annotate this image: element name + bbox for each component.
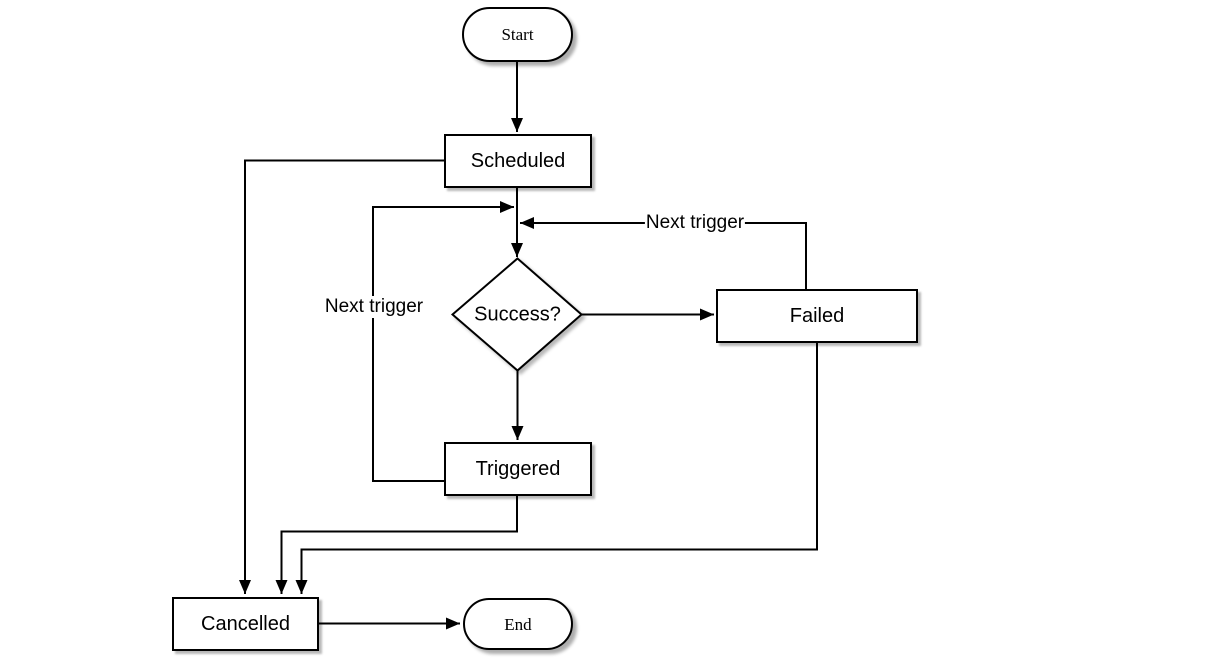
node-triggered-label: Triggered	[475, 458, 561, 480]
node-triggered: Triggered	[444, 442, 592, 496]
node-cancelled: Cancelled	[172, 597, 319, 651]
node-failed: Failed	[716, 289, 918, 343]
edge-label-triggered-retry: Next trigger	[323, 296, 425, 318]
node-failed-label: Failed	[789, 305, 845, 327]
node-scheduled-label: Scheduled	[470, 150, 566, 172]
edge-scheduled-to-cancelled	[239, 159, 444, 594]
edge-triggered-retry-loop	[372, 201, 514, 482]
node-scheduled: Scheduled	[444, 134, 592, 188]
edge-failed-retry-loop	[520, 217, 807, 289]
node-cancelled-label: Cancelled	[201, 613, 290, 635]
node-end: End	[463, 598, 573, 650]
edge-failed-to-cancelled	[295, 343, 818, 594]
node-start: Start	[462, 7, 573, 62]
node-end-label: End	[504, 614, 532, 634]
edge-label-failed-retry: Next trigger	[644, 212, 746, 234]
node-success-label: Success?	[474, 303, 561, 325]
node-start-label: Start	[501, 25, 534, 44]
edge-triggered-to-cancelled	[275, 496, 518, 594]
